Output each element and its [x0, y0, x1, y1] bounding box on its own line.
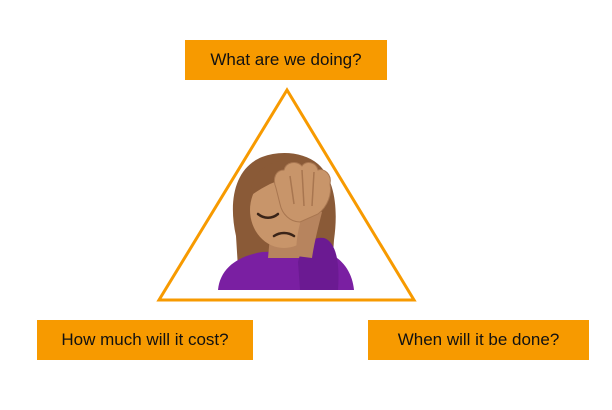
label-left-text: How much will it cost?: [61, 330, 229, 349]
label-top-text: What are we doing?: [210, 50, 362, 69]
label-right-text: When will it be done?: [397, 330, 560, 349]
facepalm-icon: [218, 152, 354, 290]
label-when-will-it-be-done: When will it be done?: [368, 320, 589, 360]
triangle-outline: [156, 87, 417, 302]
label-what-are-we-doing: What are we doing?: [185, 40, 387, 80]
label-how-much-will-it-cost: How much will it cost?: [37, 320, 253, 360]
